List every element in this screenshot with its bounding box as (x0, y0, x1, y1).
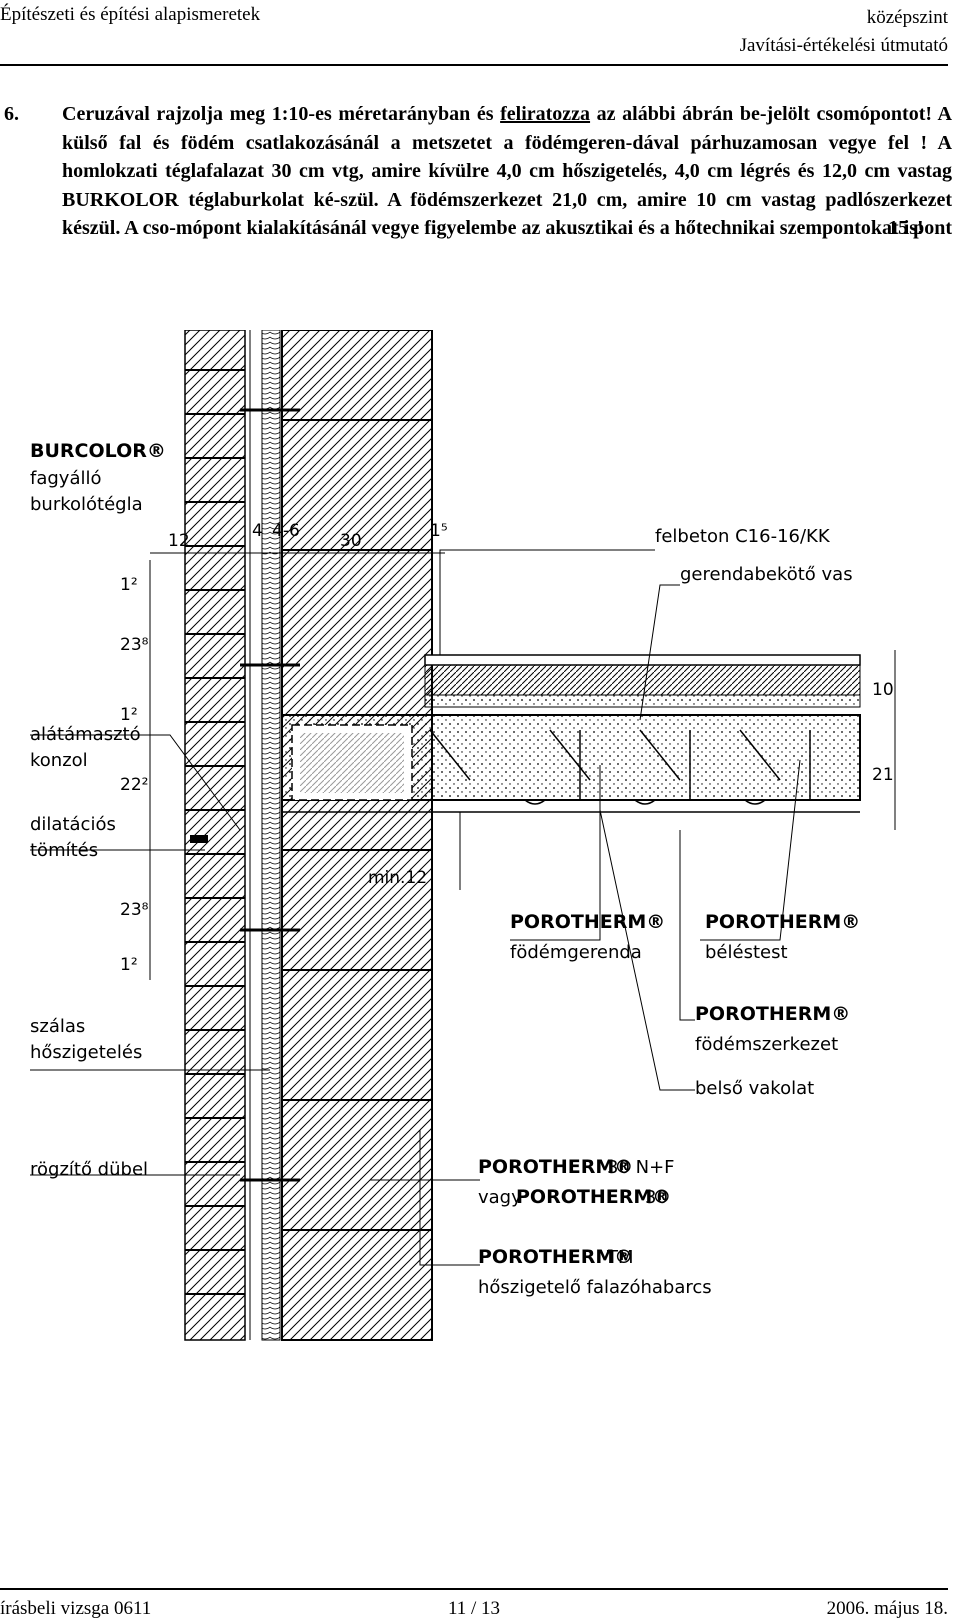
dim-1-2-a: 1² (120, 575, 138, 595)
task-points: 15 pont (888, 217, 952, 239)
belso-vakolat-label: belső vakolat (695, 1078, 814, 1099)
pt30-suffix: 30 N+F (607, 1157, 675, 1178)
dim-30: 30 (340, 531, 362, 551)
gerendabekoto-label: gerendabekötő vas (680, 564, 853, 585)
dim-min-12: min.12 (368, 868, 427, 888)
task-text-part2: az alábbi ábrán be-jelölt csomópontot! A… (62, 103, 952, 239)
porotherm-wall (281, 330, 433, 1341)
floor-layers (424, 654, 861, 708)
pt-gerenda-label: födémgerenda (510, 942, 642, 963)
task-number: 6. (4, 103, 19, 125)
dim-23-8-a: 23⁸ (120, 635, 149, 655)
header-rule (0, 64, 948, 66)
header-level: középszint (866, 7, 948, 28)
dim-21: 21 (872, 765, 894, 785)
section-drawing: 12 4 4-6 30 1⁵ 1² 23⁸ 1² 22² 23⁸ 1² 10 2… (30, 330, 896, 1341)
footer-date: 2006. május 18. (826, 1598, 948, 1619)
burcolor-label: BURCOLOR® fagyálló burkolótégla (30, 440, 166, 515)
pt-beles-brand: POROTHERM® (705, 911, 860, 933)
page-footer: írásbeli vizsga 0611 11 / 13 2006. május… (0, 1598, 948, 1622)
facing-brick-wall (184, 330, 246, 1341)
dim-23-8-b: 23⁸ (120, 900, 149, 920)
burcolor-line1: fagyálló (30, 468, 102, 489)
rogzito-label: rögzítő dübel (30, 1159, 148, 1180)
szalas-line2: hőszigetelés (30, 1042, 142, 1063)
pttm-brand: POROTHERM® (478, 1246, 633, 1268)
task-block: 6. Ceruzával rajzolja meg 1:10-es méreta… (4, 100, 952, 243)
fixing-dowels (240, 408, 300, 1182)
header-subject: Építészeti és építési alapismeretek (0, 4, 261, 25)
dilatacios-line2: tömítés (30, 840, 98, 861)
footer-exam: írásbeli vizsga 0611 (0, 1598, 152, 1619)
pt-fodem-brand: POROTHERM® (695, 1003, 850, 1025)
pt30b-brand: POROTHERM® (516, 1186, 671, 1208)
pt-beles-label: béléstest (705, 942, 788, 963)
dim-1-2-c: 1² (120, 955, 138, 975)
pt30b-suffix: 30 (645, 1187, 668, 1208)
burcolor-line2: burkolótégla (30, 494, 143, 515)
dim-1-2-b: 1² (120, 705, 138, 725)
leader-lines (30, 549, 801, 1266)
pt-gerenda-brand: POROTHERM® (510, 911, 665, 933)
pt30-brand: POROTHERM® (478, 1156, 633, 1178)
dim-1-5: 1⁵ (430, 521, 448, 541)
alatamaszto-line2: konzol (30, 750, 88, 771)
burcolor-brand: BURCOLOR® (30, 440, 166, 462)
dim-4-6: 4-6 (272, 521, 300, 541)
footer-page: 11 / 13 (447, 1598, 501, 1619)
footer-rule (0, 1588, 948, 1590)
szalas-line1: szálas (30, 1016, 85, 1037)
alatamaszto-line1: alátámasztó (30, 724, 141, 745)
dim-10: 10 (872, 680, 894, 700)
header-right: középszint Javítási-értékelési útmutató (740, 4, 948, 60)
page-header: Építészeti és építési alapismeretek közé… (0, 0, 960, 70)
header-guide: Javítási-értékelési útmutató (739, 35, 948, 56)
hoszig-habarcs-label: hőszigetelő falazóhabarcs (478, 1277, 712, 1298)
floor-slab (281, 714, 861, 890)
pt-fodem-label: födémszerkezet (695, 1034, 838, 1055)
dim-4: 4 (252, 521, 263, 541)
task-text-part1: Ceruzával rajzolja meg 1:10-es méretarán… (62, 103, 501, 125)
pttm-suffix: TM (606, 1247, 634, 1268)
felbeton-label: felbeton C16-16/KK (655, 526, 831, 547)
dilatacios-line1: dilatációs (30, 814, 116, 835)
dimension-lines (149, 552, 896, 980)
task-text-underlined: feliratozza (500, 103, 591, 125)
dim-12: 12 (168, 531, 190, 551)
vagy-label: vagy (478, 1187, 522, 1208)
thermal-insulation (261, 330, 281, 1341)
task-text: Ceruzával rajzolja meg 1:10-es méretarán… (62, 100, 952, 243)
dim-22-2: 22² (120, 775, 148, 795)
